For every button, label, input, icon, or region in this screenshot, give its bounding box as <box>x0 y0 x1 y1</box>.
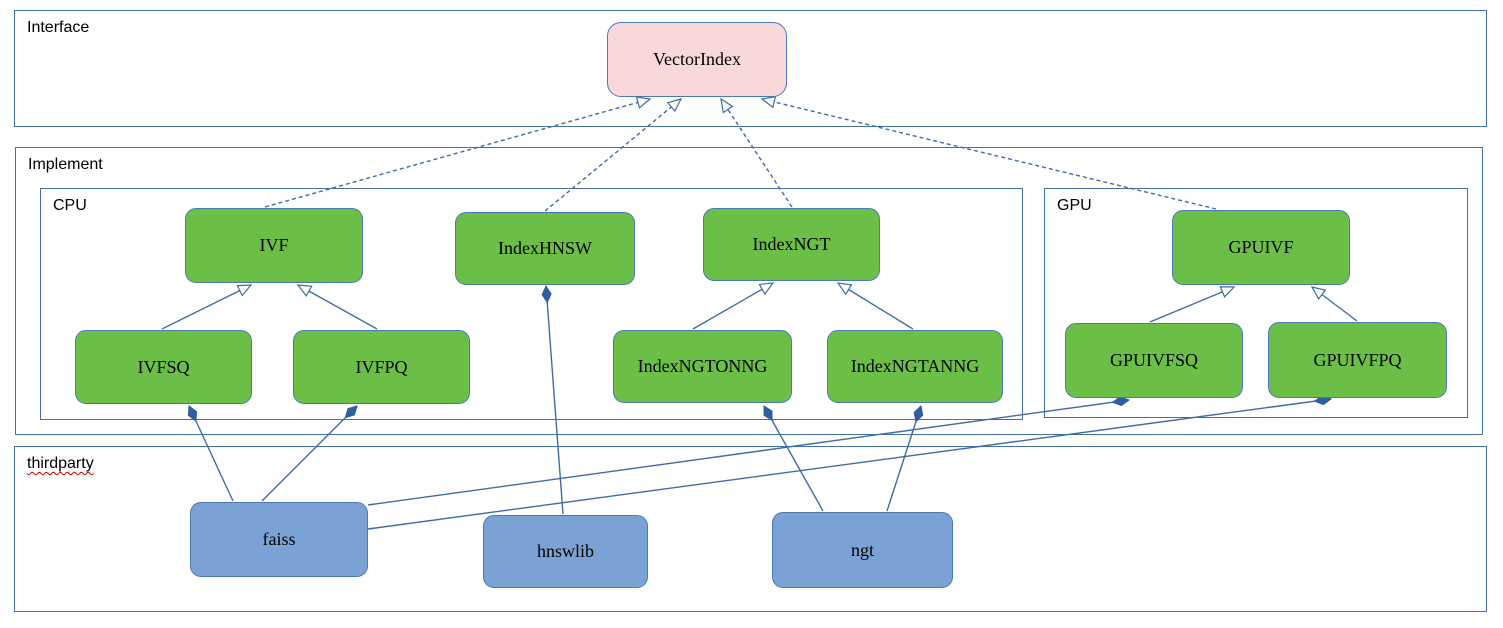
container-implement: Implement <box>15 147 1483 435</box>
node-ivfpq-label: IVFPQ <box>355 356 408 377</box>
node-gpuivf-label: GPUIVF <box>1228 237 1294 257</box>
container-thirdparty: thirdparty <box>14 446 1487 612</box>
edge-gpuivfpq-to-gpuivf <box>1310 286 1358 322</box>
edge-faiss-to-ivfpq <box>261 405 358 502</box>
edge-ivf-to-vectorindex <box>264 96 652 208</box>
node-vectorindex: VectorIndex <box>607 22 787 97</box>
edge-ngt-to-indexngtanng <box>886 405 924 512</box>
node-faiss: faiss <box>190 502 368 577</box>
edge-hnswlib-to-indexhnsw <box>541 284 564 515</box>
node-ivfsq-label: IVFSQ <box>137 356 190 377</box>
node-faiss-label: faiss <box>262 529 296 549</box>
node-ivfpq: IVFPQ <box>293 330 470 404</box>
node-gpuivfpq: GPUIVFPQ <box>1268 322 1447 398</box>
node-indexngtanng-label: IndexNGTANNG <box>850 356 980 376</box>
node-ngt-label: ngt <box>850 539 874 560</box>
node-ivf: IVF <box>185 208 363 283</box>
node-gpuivfsq-label: GPUIVFSQ <box>1109 350 1199 370</box>
edge-faiss-to-gpuivfpq <box>367 395 1333 530</box>
container-cpu-label: CPU <box>53 197 87 214</box>
edge-ngt-to-indexngtonng <box>763 405 824 512</box>
edge-faiss-to-ivfsq <box>187 405 234 502</box>
container-gpu-label: GPU <box>1057 197 1092 214</box>
node-hnswlib-label: hnswlib <box>536 541 594 561</box>
edge-ivfpq-to-ivf <box>296 284 378 330</box>
container-thirdparty-label: thirdparty <box>27 455 94 472</box>
edge-gpuivf-to-vectorindex <box>760 95 1217 210</box>
node-indexngt: IndexNGT <box>703 208 880 281</box>
node-gpuivfsq: GPUIVFSQ <box>1065 323 1243 398</box>
container-cpu: CPU <box>40 188 1023 420</box>
container-interface: Interface <box>14 10 1487 127</box>
node-vectorindex-label: VectorIndex <box>653 49 741 69</box>
node-indexhnsw: IndexHNSW <box>455 212 635 285</box>
container-implement-label: Implement <box>28 156 103 173</box>
edge-faiss-to-gpuivfsq <box>367 396 1131 506</box>
node-ivfsq: IVFSQ <box>75 330 252 404</box>
edge-indexngtanng-to-indexngt <box>836 282 914 330</box>
node-indexngt-label: IndexNGT <box>752 234 831 254</box>
node-ngt: ngt <box>772 512 953 588</box>
edge-gpuivfsq-to-gpuivf <box>1149 286 1236 323</box>
edge-indexhnsw-to-vectorindex <box>544 98 683 212</box>
node-indexhnsw-label: IndexHNSW <box>498 238 592 258</box>
edge-indexngt-to-vectorindex <box>720 97 793 208</box>
node-gpuivfpq-label: GPUIVFPQ <box>1313 349 1402 370</box>
edge-ivfsq-to-ivf <box>161 284 253 330</box>
edge-indexngtonng-to-indexngt <box>692 282 775 330</box>
node-indexngtonng: IndexNGTONNG <box>613 330 792 403</box>
node-ivf-label: IVF <box>259 235 289 255</box>
node-indexngtonng-label: IndexNGTONNG <box>637 356 768 376</box>
node-indexngtanng: IndexNGTANNG <box>827 330 1003 403</box>
container-gpu: GPU <box>1044 188 1468 418</box>
container-interface-label: Interface <box>27 19 90 36</box>
node-hnswlib: hnswlib <box>483 515 648 588</box>
node-gpuivf: GPUIVF <box>1172 210 1350 285</box>
